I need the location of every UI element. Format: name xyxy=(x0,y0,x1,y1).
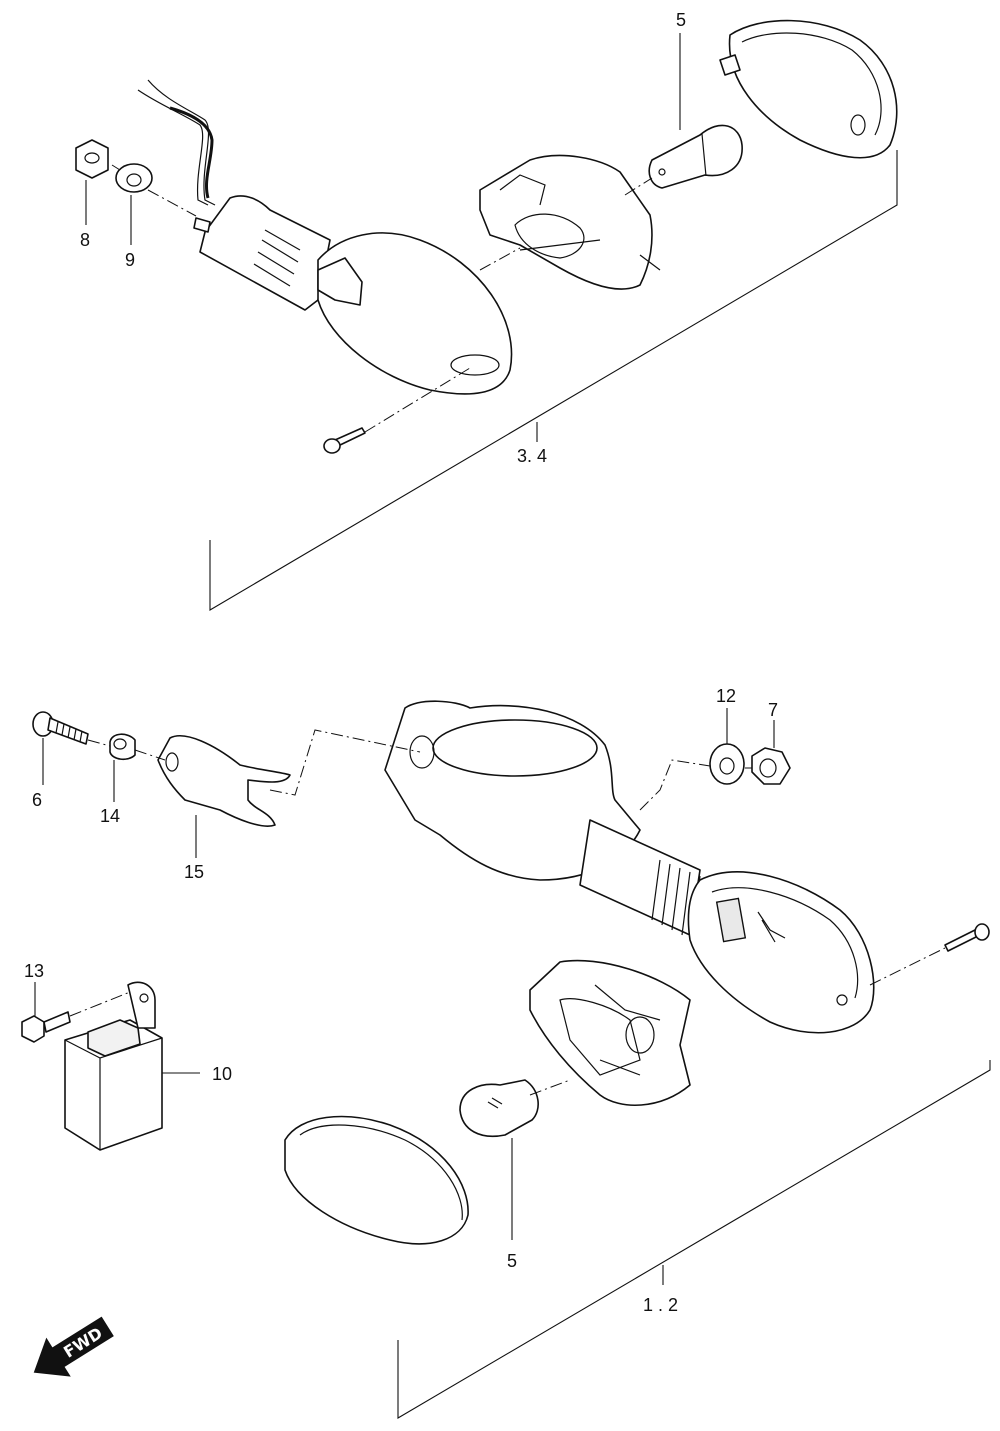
top-lens-cover xyxy=(719,19,898,159)
collar-14 xyxy=(109,733,136,761)
washer-9 xyxy=(115,163,153,193)
assembly-line xyxy=(87,739,111,747)
callout-12: 12 xyxy=(716,686,736,706)
washer-12 xyxy=(709,743,745,785)
assembly-line xyxy=(111,164,121,171)
relay-10 xyxy=(64,981,163,1151)
arrow-left-icon xyxy=(33,1316,114,1377)
assembly-1-2-bracket-line xyxy=(397,1060,991,1419)
bottom-signal-housing xyxy=(687,871,875,1034)
assembly-line xyxy=(69,991,131,1017)
bottom-bulb xyxy=(459,1079,539,1137)
screw-6 xyxy=(32,711,89,745)
wire-harness xyxy=(137,79,216,206)
assembly-line xyxy=(134,749,166,761)
callout-6: 6 xyxy=(32,790,42,810)
assembly-line xyxy=(529,1079,571,1096)
callout-5-top: 5 xyxy=(676,10,686,30)
callout-7: 7 xyxy=(768,700,778,720)
assembly-line xyxy=(479,247,521,271)
assembly-3-4-bracket-line xyxy=(209,150,898,611)
bottom-lens xyxy=(284,1115,469,1245)
nut-8 xyxy=(75,139,109,179)
bottom-bulb-socket xyxy=(529,959,691,1107)
top-bulb-socket xyxy=(479,154,661,290)
callout-14: 14 xyxy=(100,806,120,826)
assembly-line xyxy=(147,189,197,217)
bolt-13 xyxy=(21,1011,71,1043)
callout-8: 8 xyxy=(80,230,90,250)
bottom-signal-mount-body xyxy=(384,700,701,941)
assembly-line xyxy=(639,759,711,811)
top-lens-screw xyxy=(323,427,366,454)
bottom-turn-signal-assembly: 6 14 15 12 7 13 10 5 1 . 2 xyxy=(21,686,991,1419)
nut-7 xyxy=(751,747,791,785)
assembly-line xyxy=(364,367,471,433)
callout-15: 15 xyxy=(184,862,204,882)
fwd-direction-arrow: FWD xyxy=(33,1316,114,1377)
callout-13: 13 xyxy=(24,961,44,981)
callout-10: 10 xyxy=(212,1064,232,1084)
assembly-line xyxy=(869,947,946,986)
top-signal-body xyxy=(193,195,513,395)
callout-9: 9 xyxy=(125,250,135,270)
bracket-15 xyxy=(157,735,291,827)
callout-1-2: 1 . 2 xyxy=(643,1295,678,1315)
top-turn-signal-assembly: 5 8 9 3. 4 xyxy=(75,10,898,611)
bottom-housing-screw xyxy=(944,923,990,952)
callout-3-4: 3. 4 xyxy=(517,446,547,466)
top-bulb xyxy=(648,124,743,189)
assembly-line xyxy=(624,177,653,196)
callout-5-bottom: 5 xyxy=(507,1251,517,1271)
